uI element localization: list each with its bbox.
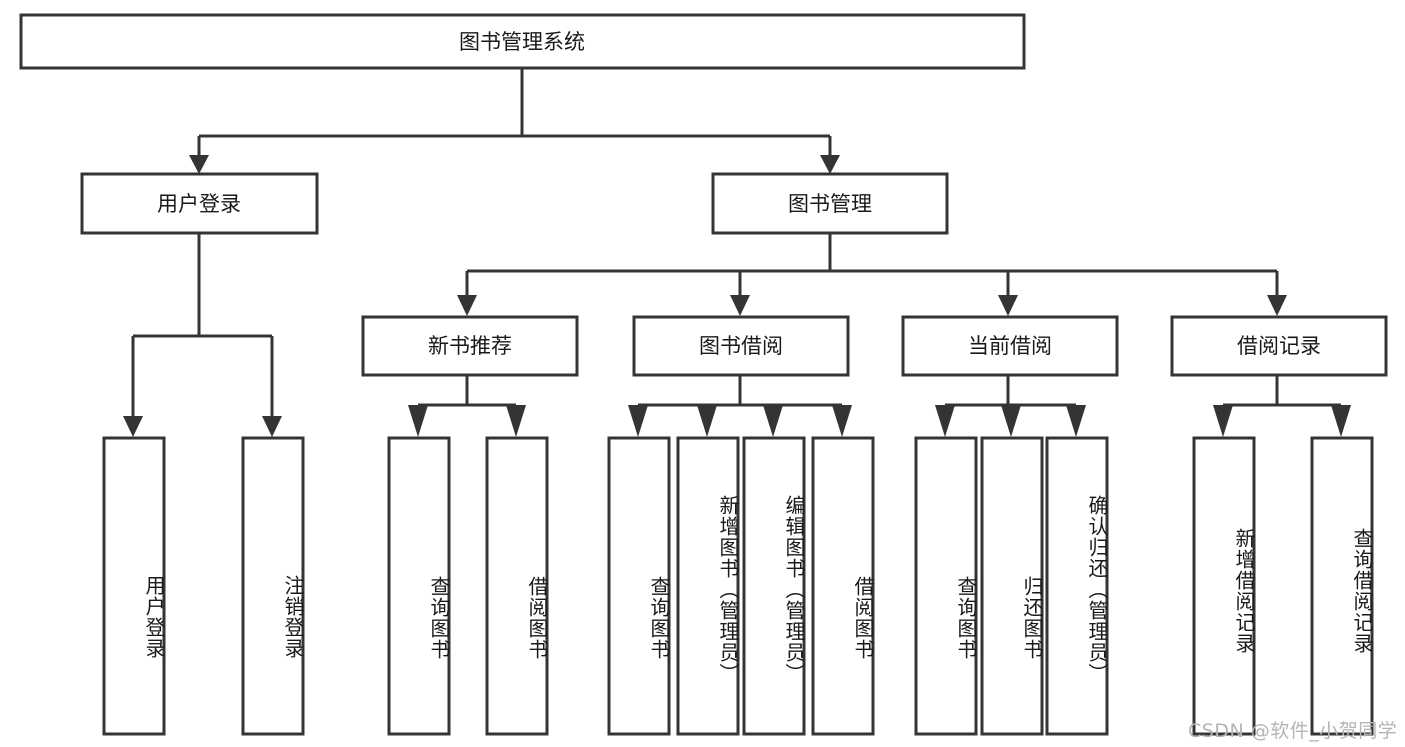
arrow-head-leaf-user-login bbox=[123, 416, 143, 437]
node-book-borrow[interactable]: 图书借阅 bbox=[632, 315, 850, 377]
node-box-leaf-add-record[interactable] bbox=[1192, 436, 1256, 736]
arrow-head-borrow-record bbox=[1267, 295, 1287, 316]
connector-group-root bbox=[189, 68, 840, 174]
node-label-book-borrow: 图书借阅 bbox=[699, 334, 783, 358]
node-box-leaf-borrow-book-1[interactable] bbox=[485, 436, 549, 736]
node-box-leaf-query-book-1[interactable] bbox=[387, 436, 451, 736]
node-label-book-management: 图书管理 bbox=[788, 192, 872, 216]
connector-group-user-login bbox=[123, 233, 282, 437]
node-box-current-borrow bbox=[901, 315, 1119, 377]
node-label-current-borrow: 当前借阅 bbox=[968, 334, 1052, 358]
node-box-leaf-user-login[interactable] bbox=[102, 436, 166, 736]
arrow-head-leaf-return-book bbox=[1001, 405, 1021, 437]
csdn-watermark: CSDN @软件_小贺同学 bbox=[1188, 720, 1398, 742]
node-current-borrow[interactable]: 当前借阅 bbox=[901, 315, 1119, 377]
node-box-leaf-return-book[interactable] bbox=[980, 436, 1044, 736]
arrow-head-leaf-confirm-return bbox=[1066, 405, 1086, 437]
leaf-boxes bbox=[102, 436, 1374, 736]
arrow-head-new-book-recommend bbox=[457, 295, 477, 316]
connector-group-current-borrow bbox=[935, 375, 1086, 437]
node-box-book-management bbox=[711, 172, 949, 235]
arrow-head-leaf-query-book-2 bbox=[628, 405, 648, 437]
arrow-head-leaf-query-record bbox=[1331, 405, 1351, 437]
arrow-head-leaf-borrow-book-2 bbox=[832, 405, 852, 437]
node-label-borrow-record: 借阅记录 bbox=[1237, 334, 1321, 358]
node-box-leaf-borrow-book-2[interactable] bbox=[811, 436, 875, 736]
node-new-book-recommend[interactable]: 新书推荐 bbox=[361, 315, 579, 377]
node-box-title bbox=[19, 13, 1026, 70]
node-borrow-record[interactable]: 借阅记录 bbox=[1170, 315, 1388, 377]
node-book-management[interactable]: 图书管理 bbox=[711, 172, 949, 235]
node-label-title: 图书管理系统 bbox=[459, 30, 585, 54]
node-box-user-login bbox=[80, 172, 319, 235]
node-box-leaf-logout-login[interactable] bbox=[241, 436, 305, 736]
arrow-head-book-borrow bbox=[730, 295, 750, 316]
node-box-leaf-confirm-return[interactable] bbox=[1045, 436, 1109, 736]
arrow-head-leaf-query-book-3 bbox=[935, 405, 955, 437]
arrow-head-leaf-add-book bbox=[697, 405, 717, 437]
node-box-book-borrow bbox=[632, 315, 850, 377]
node-box-new-book-recommend bbox=[361, 315, 579, 377]
connector-group-book-borrow bbox=[628, 375, 852, 437]
arrow-head-leaf-add-record bbox=[1213, 405, 1233, 437]
node-box-leaf-add-book[interactable] bbox=[676, 436, 740, 736]
node-box-leaf-edit-book[interactable] bbox=[742, 436, 806, 736]
node-box-leaf-query-book-3[interactable] bbox=[914, 436, 978, 736]
arrow-head-book-management bbox=[820, 155, 840, 174]
connector-group-book-management bbox=[457, 233, 1287, 316]
arrow-head-leaf-edit-book bbox=[763, 405, 783, 437]
node-box-leaf-query-book-2[interactable] bbox=[607, 436, 671, 736]
node-label-user-login: 用户登录 bbox=[157, 192, 241, 216]
node-box-borrow-record bbox=[1170, 315, 1388, 377]
node-label-new-book-recommend: 新书推荐 bbox=[428, 334, 512, 358]
arrow-head-user-login bbox=[189, 155, 209, 174]
connector-group-new-book-recommend bbox=[408, 375, 526, 437]
node-title-book-management-system[interactable]: 图书管理系统 bbox=[19, 13, 1026, 70]
arrow-head-current-borrow bbox=[998, 295, 1018, 316]
node-box-leaf-query-record[interactable] bbox=[1310, 436, 1374, 736]
arrow-head-leaf-borrow-book-1 bbox=[506, 405, 526, 437]
connector-group-borrow-record bbox=[1213, 375, 1351, 437]
arrow-head-leaf-logout-login bbox=[262, 416, 282, 437]
node-user-login[interactable]: 用户登录 bbox=[80, 172, 319, 235]
arrow-head-leaf-query-book-1 bbox=[408, 405, 428, 437]
